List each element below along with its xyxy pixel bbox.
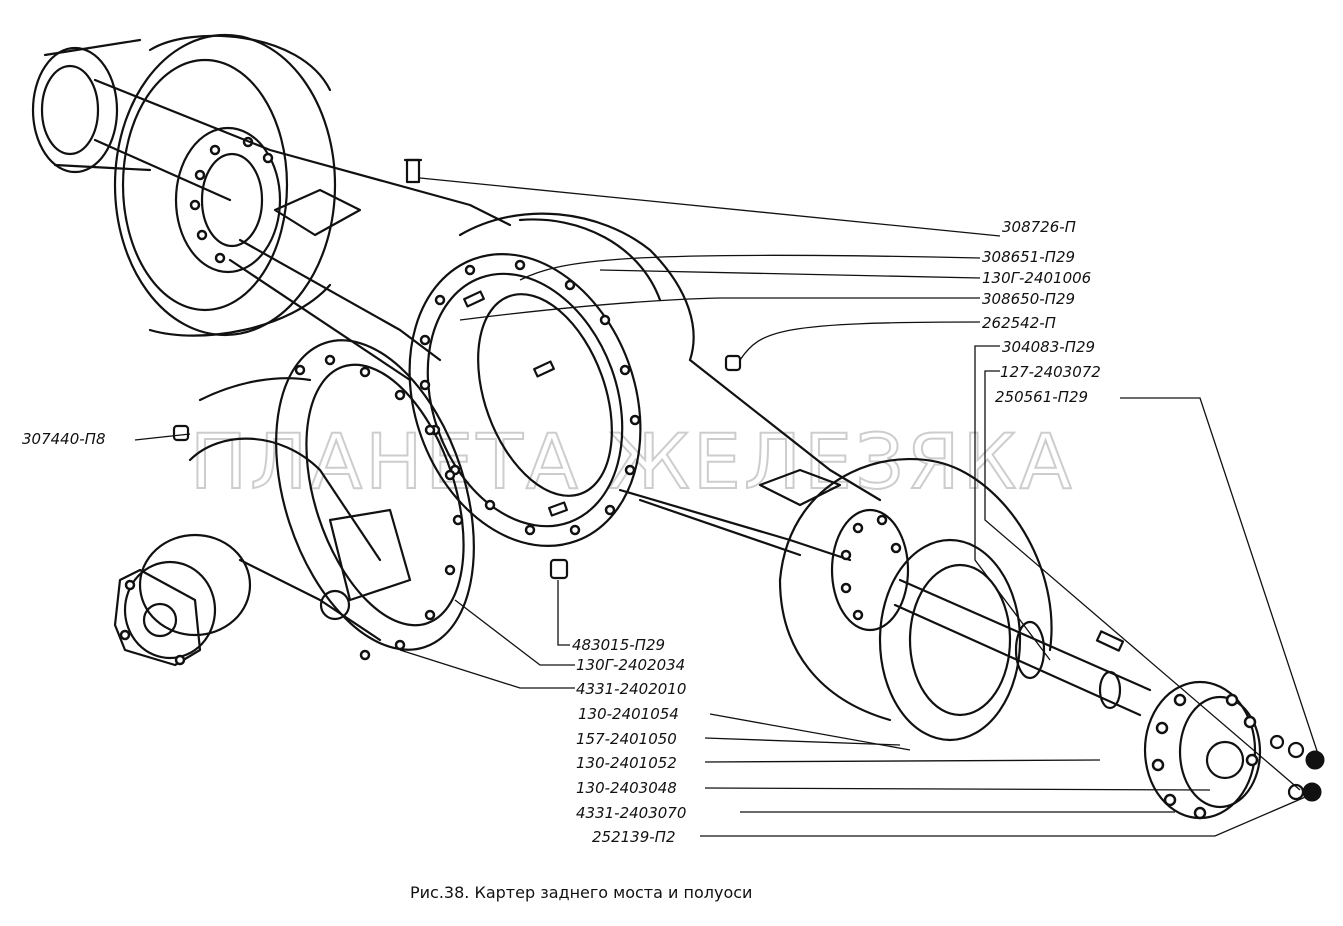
- part-label: 262542-П: [982, 314, 1056, 332]
- drain-plug: [549, 558, 569, 580]
- part-label: 483015-П29: [572, 636, 665, 654]
- wheel-nuts: [1095, 630, 1325, 802]
- right-brake-drum: [778, 458, 1053, 742]
- part-label: 308650-П29: [982, 290, 1075, 308]
- watermark: ПЛАНЕТА ЖЕЛЕЗЯКА: [190, 417, 1075, 506]
- part-label: 157-2401050: [576, 730, 677, 748]
- part-label: 4331-2403070: [576, 804, 686, 822]
- part-label: 308651-П29: [982, 248, 1075, 266]
- right-flange: [830, 508, 910, 632]
- part-label: 4331-2402010: [576, 680, 686, 698]
- bottom-labels: 483015-П29 130Г-2402034 4331-2402010 130…: [572, 636, 686, 846]
- part-label: 130-2401052: [576, 754, 677, 772]
- left-bolt: [172, 424, 190, 442]
- part-label: 130Г-2402034: [576, 656, 685, 674]
- part-label: 252139-П2: [592, 828, 676, 846]
- right-labels: 308726-П 308651-П29 130Г-2401006 308650-…: [982, 218, 1101, 406]
- filler-plug: [724, 354, 742, 372]
- part-label: 127-2403072: [1000, 363, 1101, 381]
- pinion-yoke: [113, 533, 252, 667]
- leader-lines: [134, 177, 1321, 837]
- part-label: 130-2403048: [576, 779, 677, 797]
- left-flange: [174, 126, 282, 274]
- figure-caption: Рис.38. Картер заднего моста и полуоси: [410, 883, 752, 902]
- part-label: 130-2401054: [578, 705, 679, 723]
- axle-shaft: [893, 578, 1152, 717]
- breather-plug: [403, 158, 423, 184]
- differential-carrier: [188, 339, 475, 661]
- part-label: 308726-П: [1002, 218, 1076, 236]
- axle-beam: [93, 78, 882, 562]
- banjo-opening: [408, 253, 642, 547]
- left-brake-drum: [31, 33, 337, 337]
- part-label-left: 307440-П8: [22, 430, 106, 448]
- part-label: 250561-П29: [995, 388, 1088, 406]
- part-label: 304083-П29: [1002, 338, 1095, 356]
- shaft-flange: [1143, 680, 1262, 820]
- part-label: 130Г-2401006: [982, 269, 1091, 287]
